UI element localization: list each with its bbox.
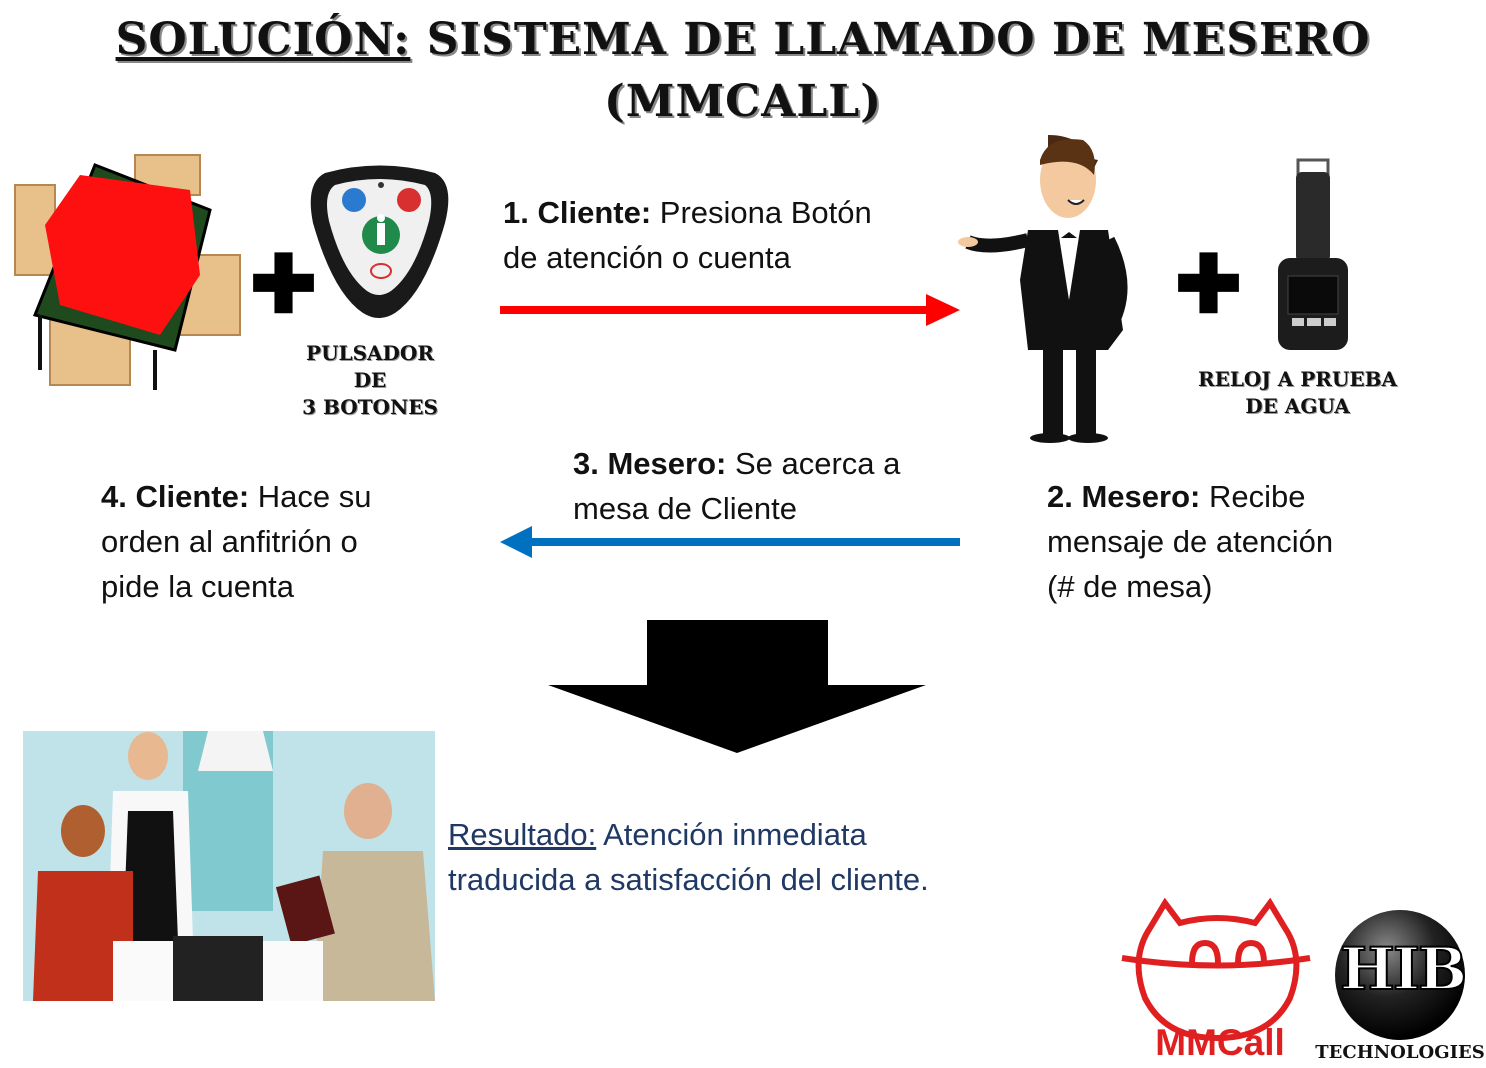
arrow-left-blue bbox=[500, 526, 960, 558]
pager-label-line: 3 BOTONES bbox=[302, 395, 438, 419]
arrow-right-red bbox=[500, 294, 960, 326]
step-1-text: 1. Cliente: Presiona Botón de atención o… bbox=[503, 190, 872, 280]
arrow-down-black bbox=[548, 620, 926, 753]
step-label: 1. Cliente: bbox=[503, 195, 652, 230]
three-button-pager-image bbox=[310, 165, 449, 318]
waterproof-watch-image bbox=[1278, 158, 1348, 350]
result-text-line: Atención inmediata bbox=[596, 817, 867, 852]
table-with-chairs-image bbox=[14, 154, 241, 390]
result-text-line: traducida a satisfacción del cliente. bbox=[448, 862, 929, 897]
step-text: Recibe bbox=[1200, 479, 1306, 514]
title-line1: SOLUCIÓN: SISTEMA DE LLAMADO DE MESERO bbox=[0, 14, 1486, 65]
result-text: Resultado: Atención inmediata traducida … bbox=[448, 812, 929, 902]
hib-logo-text: HIB bbox=[1339, 934, 1468, 1004]
step-text: mesa de Cliente bbox=[573, 491, 798, 526]
hib-logo-subtitle: TECHNOLOGIES bbox=[1315, 1042, 1485, 1063]
title-highlight: SOLUCIÓN: bbox=[115, 14, 411, 65]
pager-label: PULSADOR DE 3 BOTONES bbox=[290, 340, 450, 421]
title-rest: SISTEMA DE LLAMADO DE MESERO bbox=[410, 14, 1371, 65]
step-text: orden al anfitrión o bbox=[101, 524, 358, 559]
plus-icon: ✚ bbox=[1175, 240, 1243, 329]
step-label: 4. Cliente: bbox=[101, 479, 250, 514]
pager-label-line: PULSADOR bbox=[306, 341, 434, 365]
restaurant-service-photo bbox=[23, 731, 435, 1001]
cancel-button-icon bbox=[397, 188, 421, 212]
step-2-text: 2. Mesero: Recibe mensaje de atención (#… bbox=[1047, 474, 1333, 609]
mmcall-logo-text: MMCall bbox=[1155, 1022, 1285, 1063]
step-text: mensaje de atención bbox=[1047, 524, 1334, 559]
hib-logo bbox=[1335, 910, 1465, 1040]
step-text: Se acerca a bbox=[726, 446, 901, 481]
step-text: Presiona Botón bbox=[651, 195, 872, 230]
watch-label-line: RELOJ A PRUEBA bbox=[1197, 367, 1398, 391]
bill-button-icon bbox=[342, 188, 366, 212]
step-text: de atención o cuenta bbox=[503, 240, 791, 275]
pager-label-line: DE bbox=[353, 368, 387, 392]
step-text: (# de mesa) bbox=[1047, 569, 1213, 604]
step-text: pide la cuenta bbox=[101, 569, 295, 604]
step-text: Hace su bbox=[249, 479, 372, 514]
waiter-image bbox=[958, 135, 1128, 443]
title-line2: (MMCALL) bbox=[603, 76, 883, 127]
mmcall-logo bbox=[1121, 898, 1311, 1042]
watch-label-line: DE AGUA bbox=[1245, 394, 1350, 418]
step-3-text: 3. Mesero: Se acerca a mesa de Cliente bbox=[573, 441, 900, 531]
step-label: 2. Mesero: bbox=[1047, 479, 1201, 514]
step-4-text: 4. Cliente: Hace su orden al anfitrión o… bbox=[101, 474, 372, 609]
step-label: 3. Mesero: bbox=[573, 446, 727, 481]
result-label: Resultado: bbox=[448, 817, 597, 852]
watch-label: RELOJ A PRUEBA DE AGUA bbox=[1185, 366, 1410, 420]
plus-icon: ✚ bbox=[250, 240, 318, 329]
